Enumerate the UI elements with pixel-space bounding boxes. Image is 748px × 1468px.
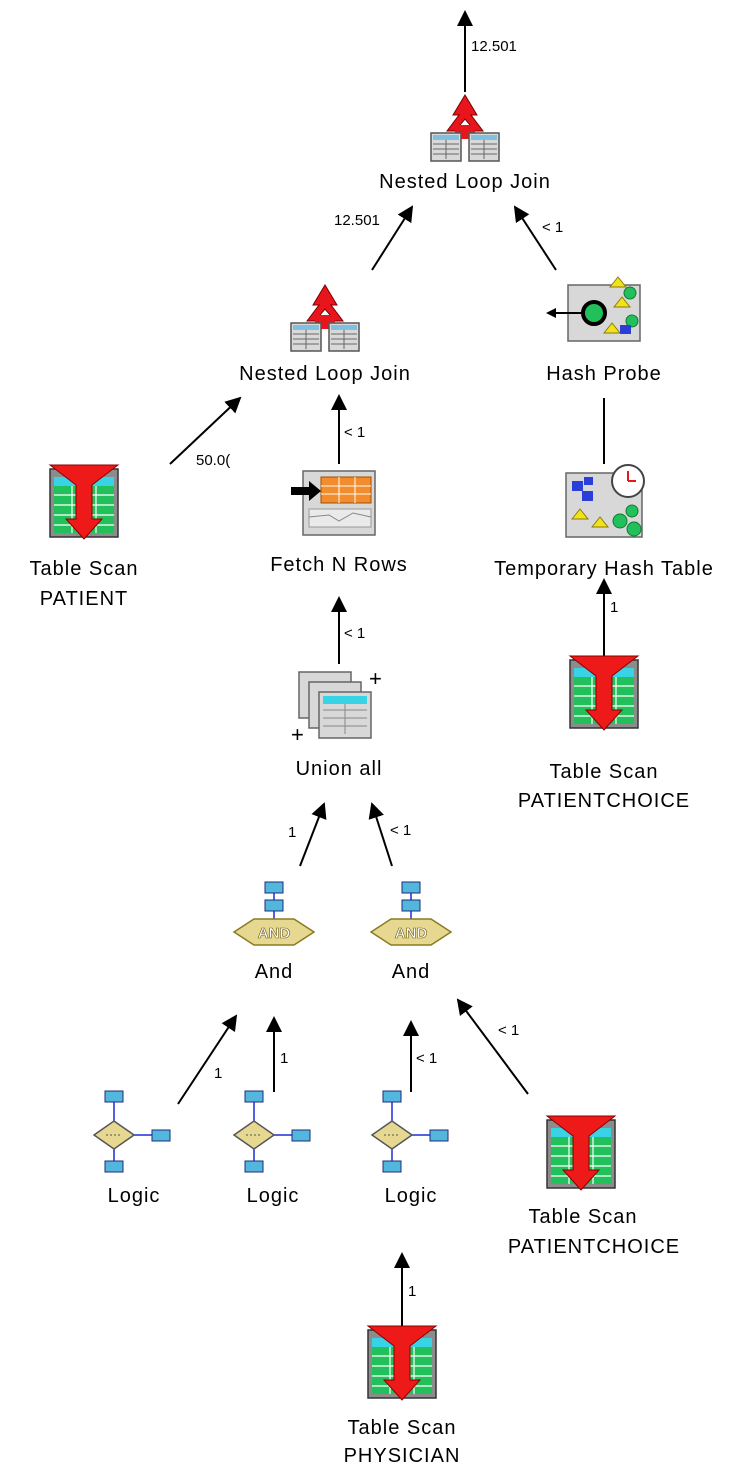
edge-and-right-to-union: < 1 xyxy=(368,802,411,867)
node-hash-probe[interactable]: Hash Probe xyxy=(544,275,662,385)
and-icon xyxy=(370,881,452,946)
node-label: Table Scan xyxy=(529,1206,638,1228)
edge-label: 1 xyxy=(214,1065,222,1082)
node-table-scan-physician[interactable]: Table Scan PHYSICIAN xyxy=(344,1325,461,1467)
table-scan-icon xyxy=(49,464,119,540)
edge-label: 1 xyxy=(610,599,618,616)
node-table-name: PATIENTCHOICE xyxy=(518,790,690,812)
node-table-scan-patientchoice-top[interactable]: Table Scan PATIENTCHOICE xyxy=(518,655,690,812)
node-label: And xyxy=(392,961,431,983)
edge-output: 12.501 xyxy=(457,10,517,92)
nested-loop-join-icon xyxy=(290,284,360,352)
temporary-hash-table-icon xyxy=(565,464,645,538)
logic-icon xyxy=(93,1090,171,1173)
node-fetch-n-rows[interactable]: Fetch N Rows xyxy=(270,470,408,576)
edge-physician-to-logic3: 1 xyxy=(394,1252,416,1330)
nested-loop-join-icon xyxy=(430,94,500,162)
edge-patientchoice-to-and-right: < 1 xyxy=(456,998,529,1095)
node-logic-1[interactable]: Logic xyxy=(93,1090,171,1207)
node-label: Hash Probe xyxy=(546,363,662,385)
logic-icon xyxy=(233,1090,311,1173)
edge-label: 1 xyxy=(408,1283,416,1300)
node-temporary-hash-table[interactable]: Temporary Hash Table xyxy=(494,464,714,580)
node-logic-3[interactable]: Logic xyxy=(371,1090,449,1207)
edge-patient-to-mid-join: 50.0( xyxy=(169,396,242,469)
node-and-left[interactable]: And xyxy=(233,881,315,983)
edge-logic1-to-and-left: 1 xyxy=(177,1014,238,1105)
logic-icon xyxy=(371,1090,449,1173)
node-label: Nested Loop Join xyxy=(239,363,411,385)
node-logic-2[interactable]: Logic xyxy=(233,1090,311,1207)
node-nested-loop-join-mid[interactable]: Nested Loop Join xyxy=(239,284,411,385)
node-label: Table Scan xyxy=(550,761,659,783)
node-label: Union all xyxy=(296,758,383,780)
node-label: Nested Loop Join xyxy=(379,171,551,193)
edge-label: 50.0( xyxy=(196,452,230,469)
edge-label: < 1 xyxy=(416,1050,437,1067)
node-and-right[interactable]: And xyxy=(370,881,452,983)
edge-mid-join-to-top-join: 12.501 xyxy=(334,205,414,271)
edge-label: < 1 xyxy=(542,219,563,236)
edge-label: < 1 xyxy=(498,1022,519,1039)
node-nested-loop-join-top[interactable]: Nested Loop Join xyxy=(379,94,551,193)
node-label: Fetch N Rows xyxy=(270,554,408,576)
edge-logic3-to-and-right: < 1 xyxy=(403,1020,437,1092)
union-all-icon xyxy=(290,665,383,748)
table-scan-icon xyxy=(569,655,639,731)
node-table-scan-patientchoice-bottom[interactable]: Table Scan PATIENTCHOICE xyxy=(508,1115,680,1258)
and-icon xyxy=(233,881,315,946)
node-table-name: PATIENTCHOICE xyxy=(508,1236,680,1258)
edge-label: < 1 xyxy=(390,822,411,839)
edge-label: < 1 xyxy=(344,625,365,642)
edge-label: 12.501 xyxy=(334,212,380,229)
node-table-name: PHYSICIAN xyxy=(344,1445,461,1467)
node-table-name: PATIENT xyxy=(40,588,128,610)
hash-probe-icon xyxy=(544,275,642,343)
table-scan-icon xyxy=(367,1325,437,1401)
node-label: Logic xyxy=(247,1185,300,1207)
fetch-rows-icon xyxy=(290,470,376,536)
edge-label: 1 xyxy=(280,1050,288,1067)
node-label: Table Scan xyxy=(30,558,139,580)
node-label: Logic xyxy=(108,1185,161,1207)
edge-union-to-fetch: < 1 xyxy=(331,596,365,664)
edge-logic2-to-and-left: 1 xyxy=(266,1016,288,1092)
node-label: Table Scan xyxy=(348,1417,457,1439)
edge-patientchoice-to-temp-hash: 1 xyxy=(596,578,618,670)
edge-label: < 1 xyxy=(344,424,365,441)
node-label: Temporary Hash Table xyxy=(494,558,714,580)
node-table-scan-patient[interactable]: Table Scan PATIENT xyxy=(30,464,139,610)
node-label: And xyxy=(255,961,294,983)
node-union-all[interactable]: Union all xyxy=(290,665,383,780)
edge-fetch-to-mid-join: < 1 xyxy=(331,394,365,464)
edge-label: 1 xyxy=(288,824,296,841)
edge-label: 12.501 xyxy=(471,38,517,55)
node-label: Logic xyxy=(385,1185,438,1207)
table-scan-icon xyxy=(546,1115,616,1191)
edge-and-left-to-union: 1 xyxy=(288,802,327,867)
edge-hash-probe-to-top-join: < 1 xyxy=(513,205,563,271)
